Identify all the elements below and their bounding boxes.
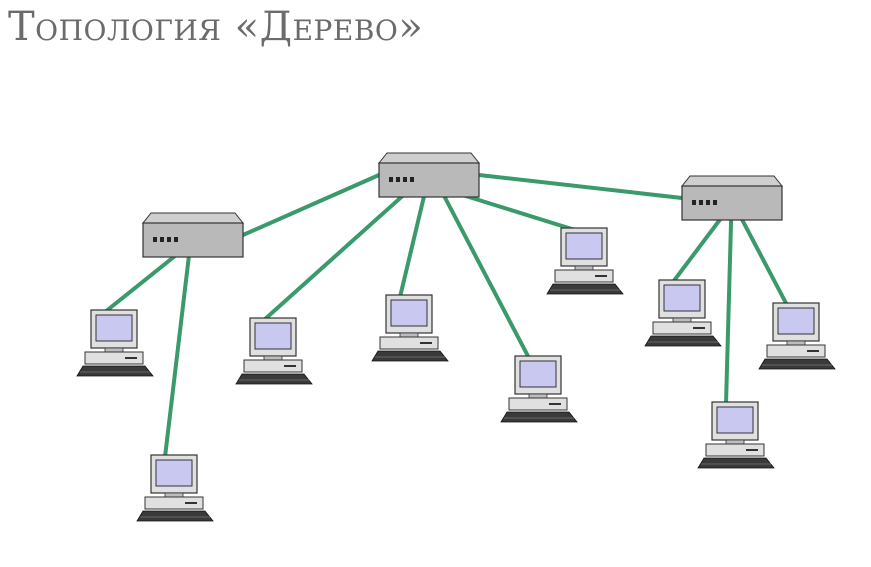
link-hub-center-pc-center-1 <box>262 188 412 322</box>
desktop-computer-icon <box>371 294 449 362</box>
link-hub-center-hub-left <box>241 173 381 237</box>
network-hub-icon <box>377 152 481 198</box>
desktop-computer-icon <box>76 309 154 377</box>
link-hub-center-pc-center-3 <box>439 188 531 360</box>
link-hub-center-hub-right <box>477 173 684 200</box>
page-title: Топология «Дерево» <box>8 4 424 50</box>
link-hub-left-pc-left-1 <box>103 248 185 314</box>
link-hub-right-pc-right-1 <box>671 211 727 284</box>
link-hub-right-pc-right-3 <box>736 211 789 307</box>
desktop-computer-icon <box>235 317 313 385</box>
desktop-computer-icon <box>644 279 722 347</box>
desktop-computer-icon <box>500 355 578 423</box>
desktop-computer-icon <box>758 302 836 370</box>
desktop-computer-icon <box>136 454 214 522</box>
link-hub-left-pc-left-2 <box>163 248 192 459</box>
link-hub-right-pc-right-2 <box>724 211 734 406</box>
link-hub-center-pc-center-2 <box>398 188 428 299</box>
desktop-computer-icon <box>546 227 624 295</box>
nodes-layer <box>76 152 836 522</box>
desktop-computer-icon <box>697 401 775 469</box>
network-hub-icon <box>680 175 784 221</box>
network-hub-icon <box>141 212 245 258</box>
